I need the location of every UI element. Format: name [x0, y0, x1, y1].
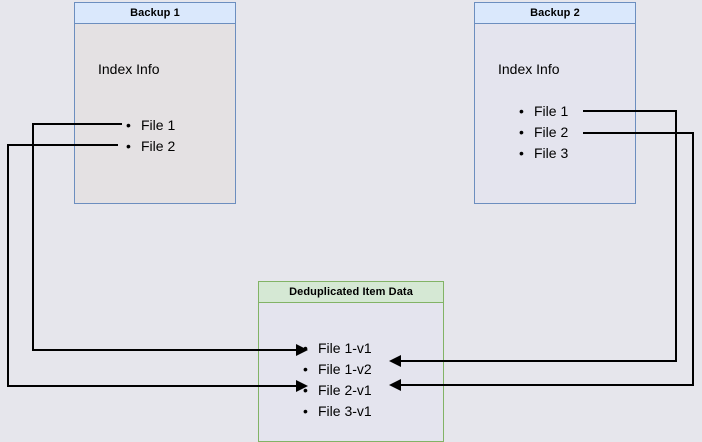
list-item: File 1 — [126, 115, 175, 136]
list-item: File 3-v1 — [303, 401, 372, 422]
list-item: File 1-v1 — [303, 338, 372, 359]
backup-1-header: Backup 1 — [75, 3, 235, 24]
list-item: File 2 — [126, 136, 175, 157]
backup-1-box[interactable]: Backup 1 — [74, 2, 236, 204]
deduplicated-item-data-header: Deduplicated Item Data — [259, 282, 443, 303]
backup-1-file-list: File 1 File 2 — [126, 115, 175, 157]
list-item: File 2-v1 — [303, 380, 372, 401]
list-item: File 3 — [519, 143, 568, 164]
backup-1-body — [75, 24, 235, 203]
list-item: File 2 — [519, 122, 568, 143]
list-item: File 1-v2 — [303, 359, 372, 380]
backup-2-header: Backup 2 — [475, 3, 635, 24]
backup-2-file-list: File 1 File 2 File 3 — [519, 101, 568, 164]
list-item: File 1 — [519, 101, 568, 122]
backup-2-index-label: Index Info — [498, 61, 560, 77]
backup-1-index-label: Index Info — [98, 61, 160, 77]
deduplicated-file-list: File 1-v1 File 1-v2 File 2-v1 File 3-v1 — [303, 338, 372, 422]
